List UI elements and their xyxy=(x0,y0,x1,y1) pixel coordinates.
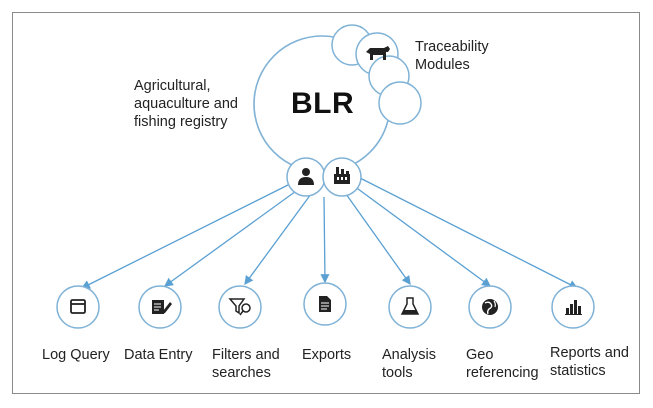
registry-label-line: Agricultural, xyxy=(134,78,211,94)
globe-icon xyxy=(482,299,498,315)
traceability-circles xyxy=(331,24,422,125)
registry-label: Agricultural, aquaculture and fishing re… xyxy=(134,77,238,131)
module-label-filters: Filters and searches xyxy=(212,346,280,382)
module-geo xyxy=(468,285,512,329)
arrow-analysis xyxy=(345,193,411,286)
traceability-label-line: Modules xyxy=(415,57,470,73)
flask-icon xyxy=(400,297,420,315)
module-log-query xyxy=(56,285,100,329)
module-data-entry xyxy=(138,285,182,329)
registry-label-line: aquaculture and xyxy=(134,96,238,112)
module-exports xyxy=(303,282,347,326)
traceability-label: Traceability Modules xyxy=(415,38,489,74)
factory-icon xyxy=(334,167,350,184)
hub-icons xyxy=(286,157,362,197)
cow-icon xyxy=(366,46,390,60)
module-label-analysis: Analysis tools xyxy=(382,346,436,382)
arrow-exports xyxy=(320,196,330,284)
module-label-line: Filters and xyxy=(212,347,280,363)
traceability-label-line: Traceability xyxy=(415,39,489,55)
connector-arrows xyxy=(80,177,579,289)
arrow-log-query xyxy=(80,179,299,289)
arrow-data-entry xyxy=(163,185,304,287)
arrow-reports xyxy=(359,177,579,289)
arrow-filters xyxy=(244,193,312,286)
module-filters xyxy=(218,285,262,329)
module-label-line: statistics xyxy=(550,363,606,379)
document-export-icon xyxy=(319,296,331,312)
module-label-exports: Exports xyxy=(302,346,351,364)
registry-label-line: fishing registry xyxy=(134,114,228,130)
module-label-line: Geo xyxy=(466,347,494,363)
module-label-line: searches xyxy=(212,365,271,381)
user-icon xyxy=(298,168,314,185)
module-analysis xyxy=(388,285,432,329)
module-label-line: Analysis xyxy=(382,347,436,363)
edit-icon xyxy=(152,300,172,314)
arrow-geo xyxy=(353,185,492,287)
module-label-line: referencing xyxy=(466,365,539,381)
module-label-line: Data Entry xyxy=(124,347,193,363)
module-label-line: Reports and xyxy=(550,345,629,361)
window-icon xyxy=(70,299,86,314)
module-label-reports: Reports and statistics xyxy=(550,344,629,380)
blr-title: BLR xyxy=(291,87,355,120)
filter-search-icon xyxy=(228,298,251,316)
bar-chart-icon xyxy=(565,300,582,315)
module-circles xyxy=(56,282,595,329)
traceability-circle-4 xyxy=(378,81,422,125)
module-label-line: Log Query xyxy=(42,347,110,363)
module-label-log-query: Log Query xyxy=(42,346,110,364)
module-label-line: tools xyxy=(382,365,413,381)
module-label-line: Exports xyxy=(302,347,352,363)
module-label-geo: Geo referencing xyxy=(466,346,539,382)
module-label-data-entry: Data Entry xyxy=(124,346,193,364)
module-reports xyxy=(551,285,595,329)
